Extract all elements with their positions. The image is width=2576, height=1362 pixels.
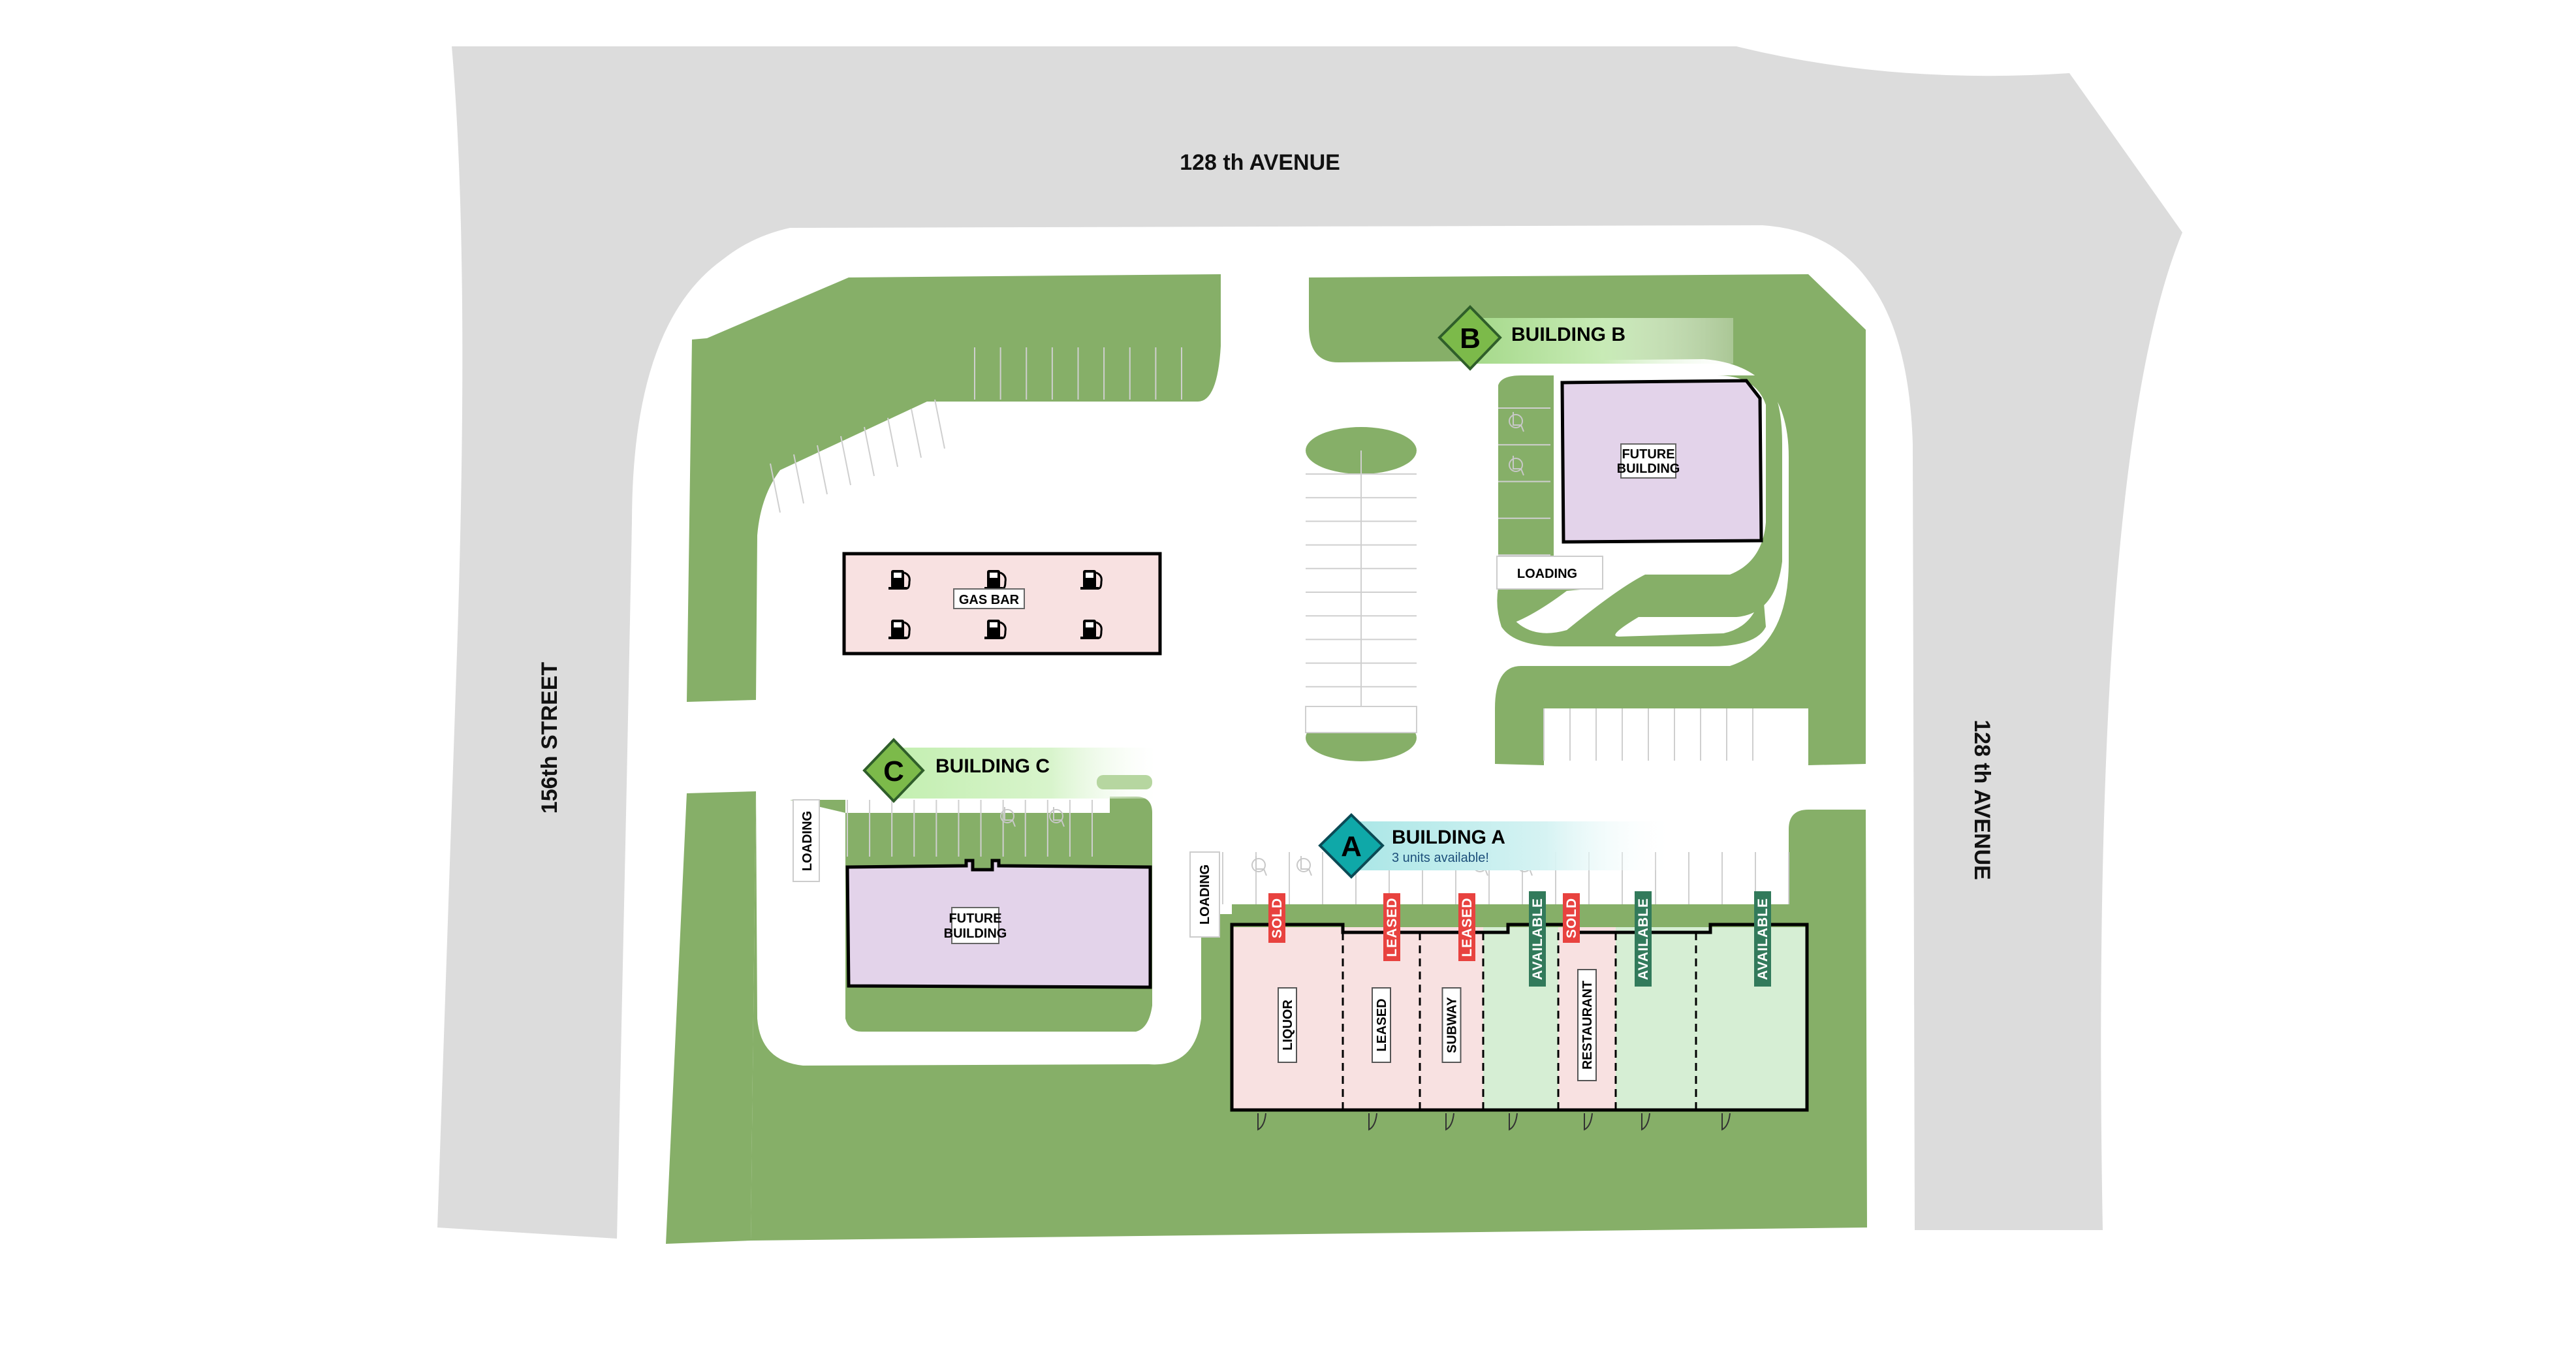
- island-end: [1305, 706, 1417, 733]
- gas-bar[interactable]: GAS BAR: [842, 552, 1162, 656]
- building-a-diamond-icon: [1318, 813, 1385, 879]
- building-b[interactable]: FUTURE BUILDING: [1560, 379, 1763, 544]
- door-swing-icon: [1257, 1113, 1266, 1131]
- building-a-loading: LOADING: [1189, 851, 1220, 938]
- unit-6[interactable]: [1616, 927, 1696, 1110]
- unit-4[interactable]: [1483, 927, 1558, 1110]
- building-a-badge-letter: A: [1341, 831, 1362, 863]
- building-a[interactable]: LIQUOR LEASED SUBWAY RESTAURANT SOLD LEASED L…: [1230, 891, 1809, 1131]
- building-b-badge-letter: B: [1460, 323, 1481, 355]
- building-c-badge-letter: C: [883, 755, 904, 787]
- parking-stalls: [770, 347, 1789, 904]
- svg-text:RESTAURANT: RESTAURANT: [1580, 981, 1595, 1069]
- svg-text:LEASED: LEASED: [1460, 897, 1475, 957]
- building-a-subtitle: 3 units available!: [1392, 851, 1489, 865]
- building-c-title: BUILDING C: [935, 755, 1050, 777]
- wheelchair-icon: [1509, 412, 1524, 432]
- road-label-north: 128 th AVENUE: [1180, 150, 1340, 175]
- building-a-badge[interactable]: A BUILDING A 3 units available!: [1318, 813, 1676, 879]
- door-swing-icon: [1584, 1113, 1593, 1131]
- stall-line: [840, 436, 851, 486]
- status-tag-sold: SOLD: [1268, 893, 1285, 943]
- building-c-loading: LOADING: [793, 799, 820, 882]
- door-swing-icon: [1641, 1113, 1650, 1131]
- fuel-pump-icon: [1080, 570, 1103, 590]
- road-label-east: 128 th AVENUE: [1970, 720, 1994, 880]
- building-b-diamond-icon: [1437, 305, 1502, 371]
- stall-line: [770, 463, 781, 513]
- svg-text:SUBWAY: SUBWAY: [1445, 996, 1460, 1053]
- status-tag-leased: LEASED: [1383, 893, 1400, 961]
- building-b-label-line2: BUILDING: [1617, 462, 1680, 476]
- unit-name-label: RESTAURANT: [1577, 969, 1597, 1081]
- door-swing-icon: [1721, 1113, 1731, 1131]
- building-c-diamond-icon: [862, 738, 925, 803]
- svg-text:AVAILABLE: AVAILABLE: [1636, 898, 1651, 980]
- svg-text:AVAILABLE: AVAILABLE: [1530, 898, 1545, 980]
- unit-name-label: LEASED: [1372, 987, 1391, 1063]
- building-b-title: BUILDING B: [1511, 324, 1626, 345]
- svg-text:LEASED: LEASED: [1385, 897, 1400, 957]
- status-tag-available: AVAILABLE: [1635, 891, 1652, 987]
- road-label-west: 156th STREET: [537, 662, 562, 814]
- stall-line: [793, 454, 804, 504]
- wheelchair-icon: [1296, 856, 1312, 876]
- status-tag-sold: SOLD: [1563, 893, 1580, 943]
- stall-line: [864, 426, 875, 477]
- building-b-loading: LOADING: [1496, 556, 1603, 590]
- svg-text:LIQUOR: LIQUOR: [1281, 1000, 1295, 1051]
- svg-text:SOLD: SOLD: [1564, 898, 1579, 938]
- unit-name-label: LIQUOR: [1278, 987, 1297, 1063]
- stall-line: [817, 445, 828, 495]
- fuel-pump-icon: [888, 620, 911, 639]
- door-swing-icon: [1509, 1113, 1518, 1131]
- building-b-badge[interactable]: B BUILDING B: [1437, 305, 1733, 371]
- wheelchair-icon: [1000, 807, 1016, 827]
- fuel-pump-icon: [888, 570, 911, 590]
- svg-text:SOLD: SOLD: [1270, 898, 1285, 938]
- building-a-loading-label: LOADING: [1198, 864, 1212, 925]
- unit-7[interactable]: [1696, 927, 1807, 1110]
- wheelchair-icon: [1509, 456, 1524, 476]
- gas-bar-label: GAS BAR: [959, 593, 1020, 607]
- door-swing-icon: [1368, 1113, 1377, 1131]
- building-c-label-line2: BUILDING: [944, 926, 1007, 941]
- building-a-title: BUILDING A: [1392, 827, 1505, 848]
- status-tag-leased: LEASED: [1458, 893, 1475, 961]
- fuel-pump-icon: [1080, 620, 1103, 639]
- building-c-loading-label: LOADING: [800, 811, 815, 871]
- unit-name-label: SUBWAY: [1441, 987, 1462, 1063]
- fuel-pump-icon: [984, 620, 1007, 639]
- building-b-label-line1: FUTURE: [1622, 447, 1674, 462]
- building-c-badge[interactable]: C BUILDING C: [862, 738, 1155, 803]
- building-b-loading-label: LOADING: [1517, 567, 1577, 581]
- stall-line: [911, 408, 922, 458]
- door-swing-icon: [1445, 1113, 1454, 1131]
- stall-line: [934, 399, 945, 449]
- building-c-label-line1: FUTURE: [949, 911, 1001, 926]
- svg-text:AVAILABLE: AVAILABLE: [1755, 898, 1770, 980]
- wheelchair-icon: [1049, 807, 1065, 827]
- road-north: [437, 46, 2182, 1239]
- status-tag-available: AVAILABLE: [1529, 891, 1546, 987]
- building-c[interactable]: FUTURE BUILDING: [845, 859, 1152, 989]
- status-tag-available: AVAILABLE: [1754, 891, 1771, 987]
- svg-text:LEASED: LEASED: [1375, 998, 1389, 1051]
- stall-line: [887, 417, 898, 467]
- wheelchair-icon: [1251, 856, 1267, 876]
